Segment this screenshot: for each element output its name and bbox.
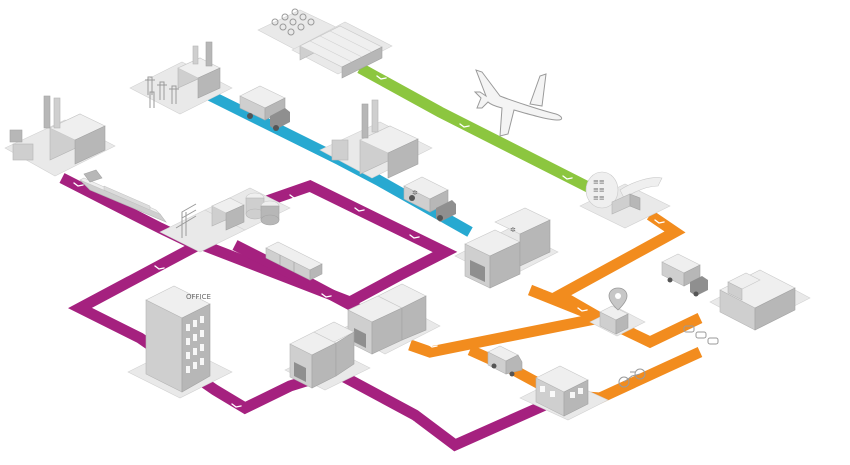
greenhouse-icon xyxy=(291,21,393,79)
warehouse-icon xyxy=(339,283,441,355)
route-orange-branch xyxy=(408,284,620,358)
route-purple-branch xyxy=(232,240,363,315)
svg-text:✲: ✲ xyxy=(412,189,418,197)
truck-icon xyxy=(239,85,290,131)
svg-text:✲: ✲ xyxy=(510,226,516,234)
parcel-locker-icon xyxy=(589,305,646,337)
bicycle-icon xyxy=(618,368,646,388)
shop-icon xyxy=(519,365,609,421)
cold-storage-warehouse-icon: ✲ xyxy=(454,207,559,289)
delivery-van-icon xyxy=(487,345,523,377)
warehouse-icon xyxy=(709,269,811,331)
ship-icon xyxy=(79,169,167,223)
airplane-icon xyxy=(473,69,563,137)
route-purple xyxy=(59,173,548,452)
location-pin-icon xyxy=(608,287,628,311)
office-sign: OFFICE xyxy=(186,293,211,301)
parked-cars-icon xyxy=(683,325,719,345)
refrigerated-truck-icon: ✲ xyxy=(403,176,456,222)
svg-text:≡≡: ≡≡ xyxy=(593,186,605,194)
power-plant-icon xyxy=(129,41,233,115)
factory-icon xyxy=(4,95,116,177)
warehouse-icon xyxy=(284,321,371,391)
svg-text:≡≡: ≡≡ xyxy=(593,178,605,186)
svg-text:≡≡: ≡≡ xyxy=(593,194,605,202)
office-tower-icon: OFFICE xyxy=(127,285,233,399)
factory-icon xyxy=(319,99,433,179)
route-green xyxy=(357,63,593,193)
refinery-tanks-icon xyxy=(204,187,291,231)
airport-cargo-icon: ≡≡≡≡≡≡ xyxy=(579,171,671,229)
freight-train-icon xyxy=(265,241,323,281)
truck-icon xyxy=(661,253,708,297)
